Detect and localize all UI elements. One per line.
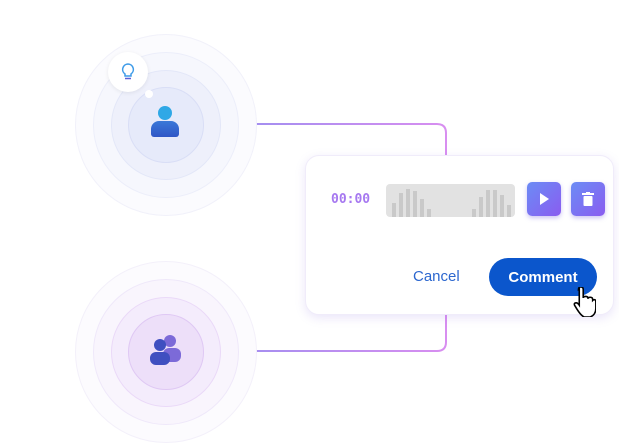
- lightbulb-icon: [121, 63, 135, 80]
- idea-bubble: [108, 52, 148, 92]
- comment-button[interactable]: Comment: [489, 258, 597, 296]
- play-icon: [540, 193, 549, 205]
- trash-icon: [582, 192, 594, 206]
- user-icon: [151, 106, 179, 137]
- recording-timer: 00:00: [331, 192, 371, 207]
- hand-cursor-icon: [573, 287, 596, 317]
- play-button[interactable]: [527, 182, 561, 216]
- cancel-button[interactable]: Cancel: [413, 268, 460, 285]
- delete-button[interactable]: [571, 182, 605, 216]
- voice-comment-card: 00:00 Cancel Comment: [305, 155, 614, 317]
- waveform: [386, 184, 515, 217]
- group-icon: [150, 335, 181, 365]
